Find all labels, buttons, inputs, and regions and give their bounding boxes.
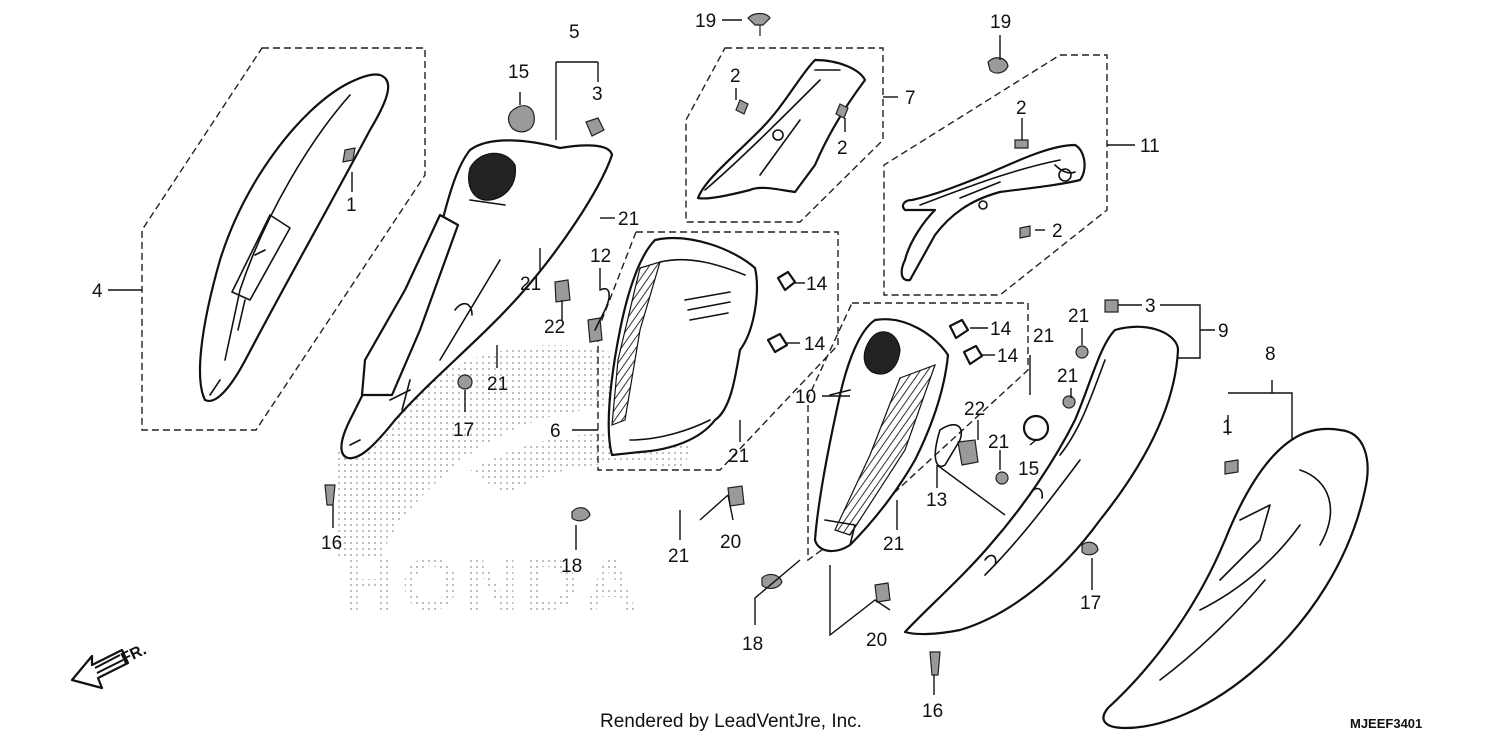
callout-1: 1 <box>1222 417 1233 438</box>
group-box-11 <box>883 54 1108 296</box>
part-4-side-cover <box>198 73 390 403</box>
callout-3: 3 <box>1145 296 1156 317</box>
callout-15: 15 <box>508 62 529 83</box>
callout-21: 21 <box>883 534 904 555</box>
callout-14: 14 <box>990 319 1012 340</box>
callout-19: 19 <box>695 11 716 32</box>
callout-10: 10 <box>795 387 816 408</box>
part-7-inner-panel <box>696 58 867 200</box>
callout-7: 7 <box>905 88 916 109</box>
callout-2: 2 <box>1016 98 1027 119</box>
part-8-side-cover <box>1102 427 1369 730</box>
callout-4: 4 <box>92 281 103 302</box>
callout-6: 6 <box>550 421 561 442</box>
callout-9: 9 <box>1218 321 1229 342</box>
callout-15: 15 <box>1018 459 1039 480</box>
callout-21: 21 <box>1033 326 1054 347</box>
callout-3: 3 <box>592 84 603 105</box>
callout-labels: 4 1 15 5 3 21 21 22 12 21 17 16 19 2 2 7… <box>92 11 1276 722</box>
callout-21: 21 <box>1068 306 1089 327</box>
leader-lines <box>108 19 1293 695</box>
callout-5: 5 <box>569 22 580 43</box>
arrow-icon <box>70 648 130 690</box>
callout-14: 14 <box>997 346 1019 367</box>
front-direction-arrow: FR. <box>70 641 150 690</box>
render-credit: Rendered by LeadVentJre, Inc. <box>600 711 862 732</box>
callout-2: 2 <box>730 66 741 87</box>
callout-21: 21 <box>988 432 1009 453</box>
callout-20: 20 <box>720 532 741 553</box>
callout-14: 14 <box>806 274 828 295</box>
callout-2: 2 <box>1052 221 1063 242</box>
callout-1: 1 <box>346 195 357 216</box>
callout-18: 18 <box>561 556 582 577</box>
callout-21: 21 <box>487 374 508 395</box>
callout-21: 21 <box>728 446 749 467</box>
callout-12: 12 <box>590 246 611 267</box>
callout-18: 18 <box>742 634 763 655</box>
callout-16: 16 <box>922 701 943 722</box>
callout-8: 8 <box>1265 344 1276 365</box>
part-9-shroud <box>903 299 1180 636</box>
group-box-7 <box>685 47 884 223</box>
fasteners <box>324 12 1099 676</box>
part-10-inner-cover <box>813 318 950 553</box>
callout-22: 22 <box>964 399 985 420</box>
callout-11: 11 <box>1140 136 1160 157</box>
callout-21: 21 <box>1057 366 1078 387</box>
callout-2: 2 <box>837 138 848 159</box>
diagram-code: MJEEF3401 <box>1350 716 1423 731</box>
callout-21: 21 <box>668 546 689 567</box>
callout-17: 17 <box>453 420 474 441</box>
callout-16: 16 <box>321 533 342 554</box>
callout-21: 21 <box>618 209 639 230</box>
part-11-inner-panel <box>900 139 1086 282</box>
callout-17: 17 <box>1080 593 1101 614</box>
part-5-shroud <box>340 105 614 460</box>
honda-wing-watermark: HONDA <box>335 345 700 626</box>
callout-20: 20 <box>866 630 887 651</box>
callout-14: 14 <box>804 334 826 355</box>
front-label: FR. <box>119 641 150 667</box>
callout-13: 13 <box>926 490 947 511</box>
callout-21: 21 <box>520 274 541 295</box>
callout-19: 19 <box>990 12 1011 33</box>
group-box-4 <box>141 47 426 431</box>
honda-watermark-text: HONDA <box>342 543 643 626</box>
callout-22: 22 <box>544 317 565 338</box>
part-6-inner-cover <box>607 236 758 457</box>
